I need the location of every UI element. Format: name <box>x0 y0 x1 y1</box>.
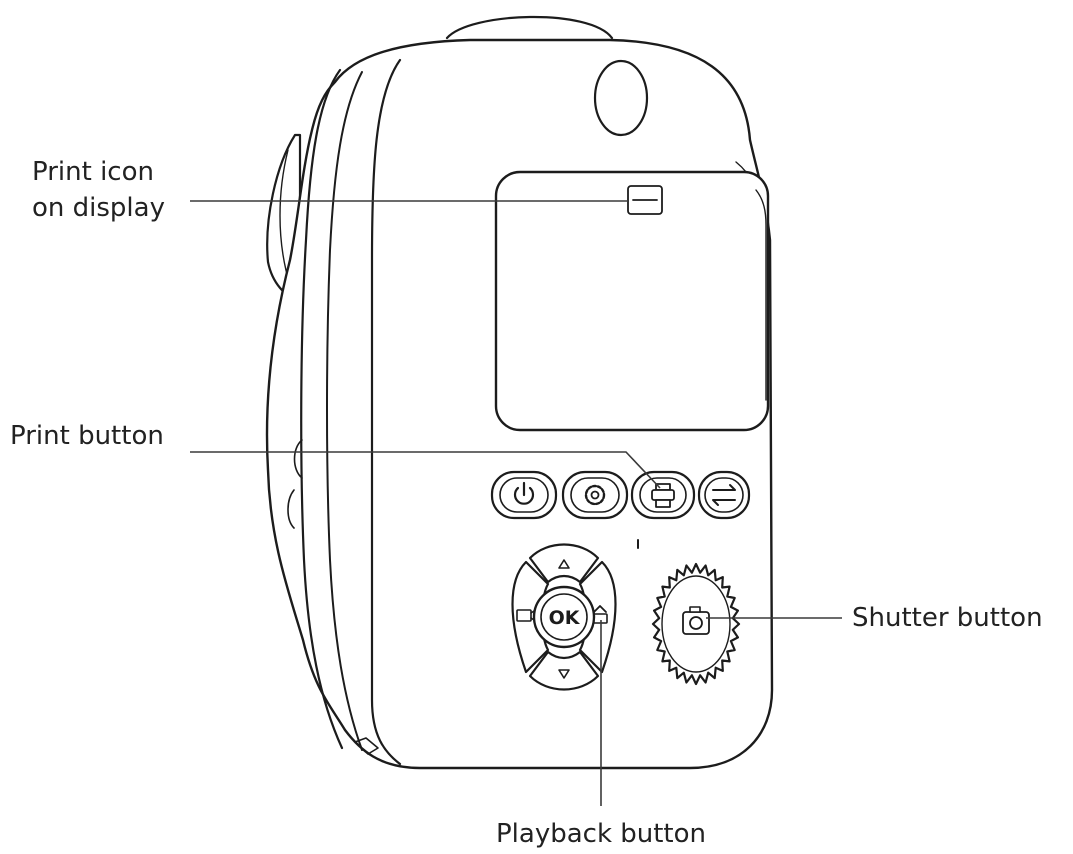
camera-side-bump-mid <box>287 489 295 529</box>
camera-lens-bulge-inner <box>279 149 291 286</box>
playback-icon <box>592 605 608 624</box>
callout-print-icon: Print icon on display <box>32 157 628 223</box>
callout-print-button-label: Print button <box>10 421 164 451</box>
callout-print-button-leader <box>190 451 661 489</box>
camera-front-panel-edge <box>370 58 402 766</box>
settings-button[interactable] <box>561 470 629 520</box>
camera-bottom-notch <box>354 737 379 755</box>
camera-side-grip-inner <box>326 71 363 751</box>
camera-top-cap <box>445 15 614 40</box>
gear-icon <box>584 484 606 506</box>
camera-display-screen <box>494 170 770 432</box>
camera-icon <box>682 606 710 635</box>
print-button[interactable] <box>630 470 696 520</box>
camera-display-bezel-shade <box>755 189 767 401</box>
ok-button[interactable]: OK <box>532 585 596 649</box>
ok-label: OK <box>549 607 581 629</box>
power-icon <box>513 481 535 505</box>
dpad: OK <box>511 543 617 691</box>
camera-side-grip-outer <box>300 68 344 750</box>
camera-flash-window <box>593 59 649 137</box>
mode-button[interactable] <box>697 470 751 520</box>
dpad-up-button[interactable] <box>528 543 600 584</box>
camera-illustration: OK <box>265 15 774 770</box>
callout-playback-button: Playback button <box>496 620 706 849</box>
swap-arrows-icon <box>712 484 736 506</box>
dpad-down-button[interactable] <box>528 650 600 691</box>
callout-print-icon-label-line1: Print icon <box>32 157 154 187</box>
callout-shutter-button-label: Shutter button <box>852 603 1043 633</box>
callout-playback-button-label: Playback button <box>496 819 706 849</box>
camera-side-bump-top <box>293 439 303 479</box>
callout-print-button: Print button <box>10 421 661 489</box>
callout-shutter-button: Shutter button <box>706 603 1043 633</box>
callout-print-icon-label-line2: on display <box>32 193 165 223</box>
printer-icon <box>651 483 675 508</box>
shutter-button[interactable] <box>651 562 741 686</box>
print-display-icon <box>627 185 663 215</box>
power-button[interactable] <box>490 470 558 520</box>
